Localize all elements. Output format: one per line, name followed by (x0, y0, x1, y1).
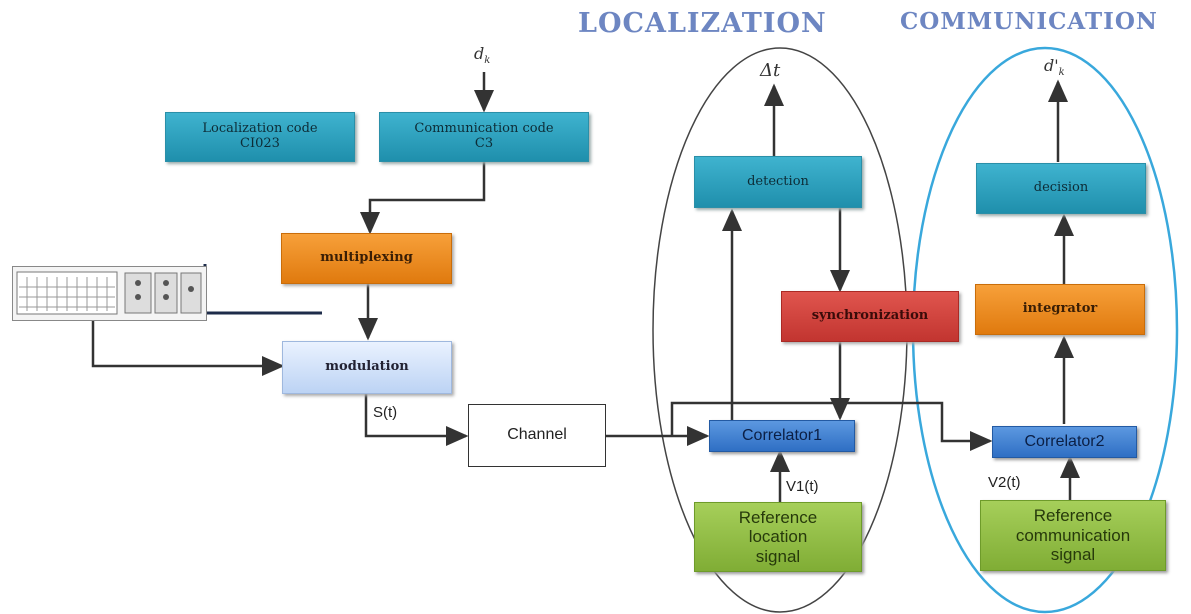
arrow-mod-to-channel (364, 394, 469, 446)
reference-location-signal-box: Reference location signal (694, 502, 862, 572)
modulation-box: modulation (282, 341, 452, 394)
v2-t-label: V2(t) (988, 474, 1021, 491)
arrow-comm-to-mux (360, 162, 486, 235)
integrator-box: integrator (975, 284, 1145, 335)
heading-communication: COMMUNICATION (900, 8, 1158, 35)
dk-input-symbol: dk (474, 44, 490, 66)
correlator1-box: Correlator1 (709, 420, 855, 452)
arrow-channel-to-corr2 (670, 401, 993, 451)
synchronization-box: synchronization (781, 291, 959, 342)
v1-t-label: V1(t) (786, 478, 819, 495)
dk-output-subscript: k (1058, 67, 1065, 79)
decision-box: decision (976, 163, 1146, 214)
dk-output-symbol: d'k (1044, 56, 1065, 78)
heading-localization: LOCALIZATION (578, 8, 827, 39)
arrow-instrument-to-mod (91, 320, 285, 376)
instrument-device-drawing (16, 271, 202, 315)
dk-input-subscript: k (484, 55, 491, 67)
localization-code-box: Localization code CI023 (165, 112, 355, 162)
delta-t-symbol: Δt (760, 60, 781, 81)
communication-code-box: Communication code C3 (379, 112, 589, 162)
dk-output-letter: d' (1044, 56, 1059, 75)
s-t-label: S(t) (373, 404, 398, 421)
correlator2-box: Correlator2 (992, 426, 1137, 458)
dk-input-letter: d (474, 44, 485, 63)
instrument-device-icon (12, 266, 207, 321)
reference-communication-signal-box: Reference communication signal (980, 500, 1166, 571)
detection-box: detection (694, 156, 862, 208)
multiplexing-box: multiplexing (281, 233, 452, 284)
channel-box: Channel (468, 404, 606, 467)
